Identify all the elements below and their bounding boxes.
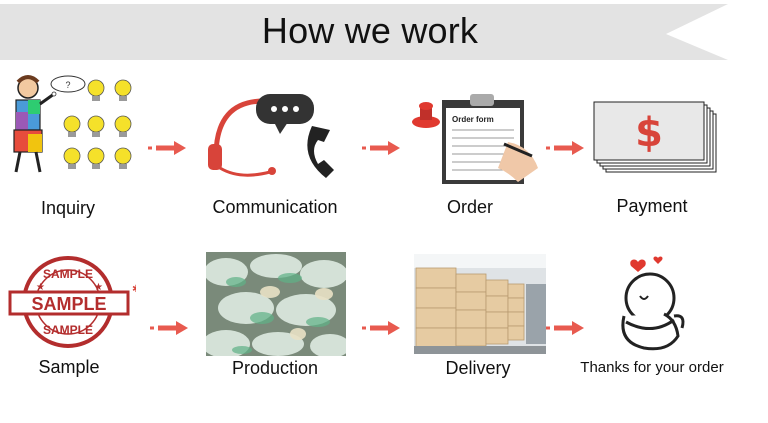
stamp-top-text: SAMPLE bbox=[43, 267, 93, 281]
sample-stamp-icon: SAMPLE SAMPLE SAMPLE ★ ★ ✱ bbox=[8, 256, 136, 348]
step-order: Order form Order bbox=[408, 94, 542, 226]
step-label: Delivery bbox=[445, 358, 511, 378]
arrow-right-icon bbox=[150, 321, 188, 335]
svg-text:★: ★ bbox=[94, 282, 103, 293]
warehouse-boxes-icon bbox=[414, 254, 546, 354]
arrow-right-icon bbox=[546, 141, 584, 155]
step-label: Production bbox=[231, 358, 319, 378]
svg-text:$: $ bbox=[635, 110, 663, 156]
step-thanks: Thanks for your order bbox=[574, 252, 730, 382]
step-label: Communication bbox=[212, 197, 338, 217]
step-label: Order bbox=[446, 197, 493, 217]
step-label: Payment bbox=[616, 196, 688, 216]
step-production: Production bbox=[206, 252, 346, 382]
page-title: How we work bbox=[261, 10, 479, 51]
step-label: Inquiry bbox=[40, 198, 96, 218]
step-label: Thanks for your order bbox=[580, 359, 724, 376]
step-label: Sample bbox=[38, 357, 100, 377]
headset-phone-icon bbox=[208, 94, 334, 178]
step-payment: $ Payment bbox=[592, 100, 722, 226]
production-photo-icon bbox=[206, 252, 346, 356]
step-inquiry: ? Inquiry bbox=[6, 72, 140, 222]
stamp-middle-text: SAMPLE bbox=[31, 294, 106, 314]
svg-text:★: ★ bbox=[36, 282, 45, 293]
order-form-text: Order form bbox=[452, 115, 494, 124]
idea-person-icon: ? bbox=[13, 75, 132, 173]
order-form-clipboard-icon: Order form bbox=[412, 94, 538, 184]
dollar-envelopes-icon: $ bbox=[593, 101, 717, 173]
arrow-right-icon bbox=[362, 321, 400, 335]
bubble-question: ? bbox=[65, 80, 70, 90]
arrow-right-icon bbox=[148, 141, 186, 155]
svg-text:✱: ✱ bbox=[132, 284, 136, 295]
step-communication: Communication bbox=[204, 86, 354, 226]
thanks-hug-icon bbox=[621, 256, 685, 351]
banner-shape bbox=[0, 4, 728, 60]
arrow-right-icon bbox=[546, 321, 584, 335]
stamp-bottom-text: SAMPLE bbox=[43, 323, 93, 337]
step-sample: SAMPLE SAMPLE SAMPLE ★ ★ ✱ Sample bbox=[6, 254, 136, 384]
step-delivery: Delivery bbox=[414, 254, 546, 382]
title-banner: How we work bbox=[0, 0, 768, 64]
arrow-right-icon bbox=[362, 141, 400, 155]
